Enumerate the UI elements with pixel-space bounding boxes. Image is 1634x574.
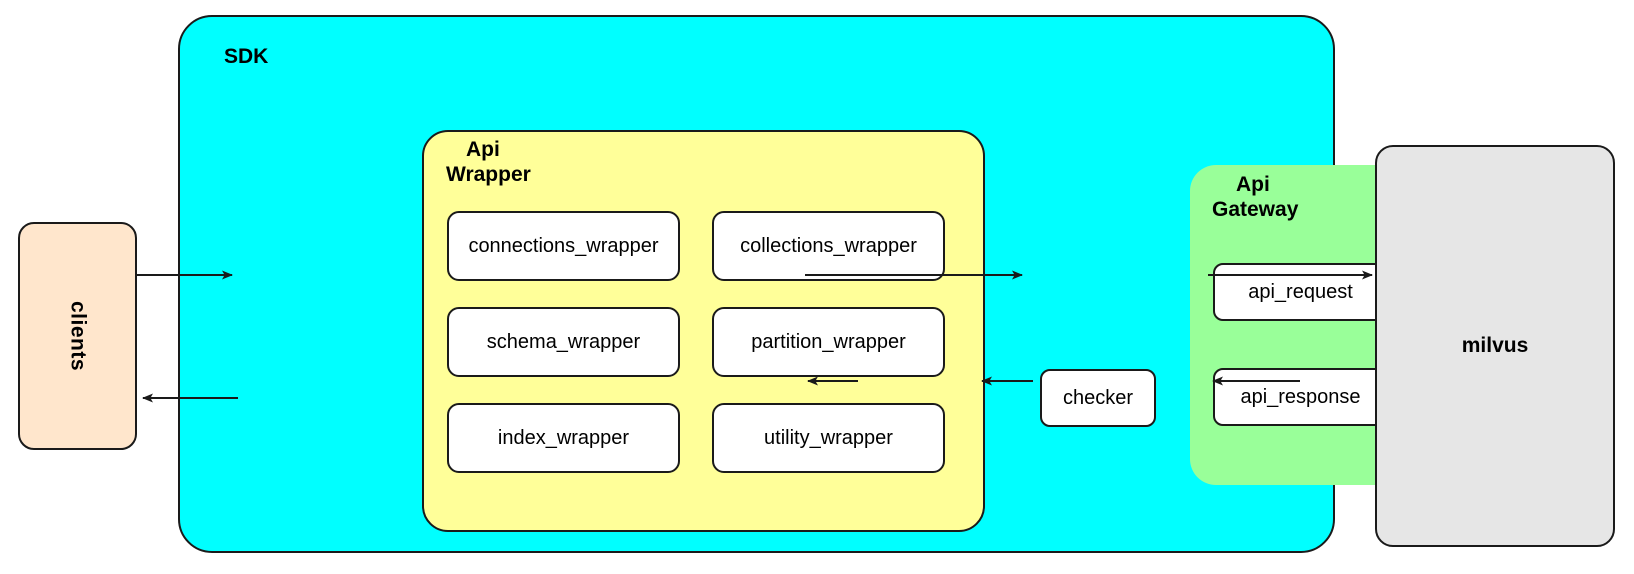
card-index-wrapper[interactable]: index_wrapper [447, 403, 680, 473]
sdk-title: SDK [224, 45, 269, 68]
api-gateway-title-line1: Api [1236, 173, 1270, 196]
card-api-request[interactable]: api_request [1213, 263, 1388, 321]
milvus-node[interactable]: milvus [1375, 145, 1615, 547]
card-utility-wrapper[interactable]: utility_wrapper [712, 403, 945, 473]
card-api-response[interactable]: api_response [1213, 368, 1388, 426]
clients-label: clients [66, 300, 90, 372]
milvus-label: milvus [1461, 334, 1529, 357]
checker-node[interactable]: checker [1040, 369, 1156, 427]
card-schema-wrapper[interactable]: schema_wrapper [447, 307, 680, 377]
api-gateway-title-line2: Gateway [1212, 197, 1299, 221]
card-connections-wrapper[interactable]: connections_wrapper [447, 211, 680, 281]
api-wrapper-title-line2: Wrapper [446, 162, 531, 186]
card-collections-wrapper[interactable]: collections_wrapper [712, 211, 945, 281]
api-wrapper-title-line1: Api [466, 138, 500, 161]
clients-node[interactable]: clients [18, 222, 137, 450]
card-partition-wrapper[interactable]: partition_wrapper [712, 307, 945, 377]
